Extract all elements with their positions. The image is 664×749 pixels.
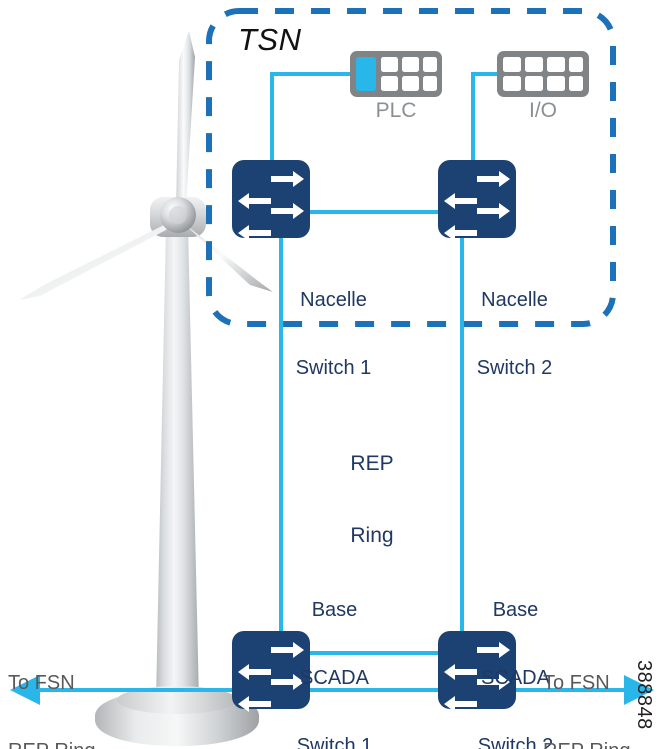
base-scada-switch-1-label-line1: Base xyxy=(311,598,358,621)
io-device-graphic xyxy=(497,51,589,97)
nacelle-switch-1-label-line1: Nacelle xyxy=(300,288,367,311)
base-scada-switch-1-label-line2: SCADA xyxy=(300,666,369,689)
base-scada-switch-1-graphic xyxy=(232,631,310,712)
base-scada-switch-1-label: Base SCADA Switch 1 xyxy=(272,553,397,749)
base-scada-switch-2-label: Base SCADA Switch 2 xyxy=(453,553,578,749)
rep-ring-label-line2: Ring xyxy=(350,523,394,547)
io-label: I/O xyxy=(528,99,557,122)
fsn-arrow-left xyxy=(10,675,40,705)
tsn-zone-label: TSN xyxy=(238,22,302,57)
fsn-left-label-line2: REP Ring xyxy=(8,740,138,749)
plc-device-graphic xyxy=(350,51,442,97)
base-scada-switch-2-graphic xyxy=(438,631,516,712)
figure-id-label: 388848 xyxy=(633,660,655,730)
fsn-left-label: To FSN REP Ring xyxy=(8,626,138,749)
link-plc-nacelle1 xyxy=(270,72,350,162)
base-scada-switch-2-label-line2: SCADA xyxy=(481,666,550,689)
base-scada-switch-2-label-line1: Base xyxy=(492,598,539,621)
link-io-nacelle2 xyxy=(471,72,497,162)
nacelle-switch-2-label-line2: Switch 2 xyxy=(476,356,553,379)
wind-turbine-graphic xyxy=(19,31,273,746)
nacelle-switch-2-label-line1: Nacelle xyxy=(481,288,548,311)
fsn-arrow-right xyxy=(624,675,654,705)
nacelle-switch-1-label: Nacelle Switch 1 xyxy=(271,243,396,425)
fsn-right-label: To FSN REP Ring xyxy=(543,626,664,749)
tsn-zone-boundary xyxy=(206,8,616,327)
nacelle-switch-1-label-line2: Switch 1 xyxy=(295,356,372,379)
nacelle-switch-1-graphic xyxy=(232,160,310,241)
fsn-right-label-line1: To FSN xyxy=(543,671,610,694)
nacelle-switch-2-label: Nacelle Switch 2 xyxy=(452,243,577,425)
base-scada-switch-2-label-line3: Switch 2 xyxy=(477,735,554,749)
fsn-right-label-line2: REP Ring xyxy=(543,740,664,749)
network-links xyxy=(30,72,634,692)
plc-label: PLC xyxy=(375,99,417,122)
nacelle-switch-2-graphic xyxy=(438,160,516,241)
fsn-left-label-line1: To FSN xyxy=(8,671,75,694)
base-scada-switch-1-label-line3: Switch 1 xyxy=(296,735,373,749)
rep-ring-label: REP Ring xyxy=(310,404,434,596)
rep-ring-label-line1: REP xyxy=(350,451,394,475)
